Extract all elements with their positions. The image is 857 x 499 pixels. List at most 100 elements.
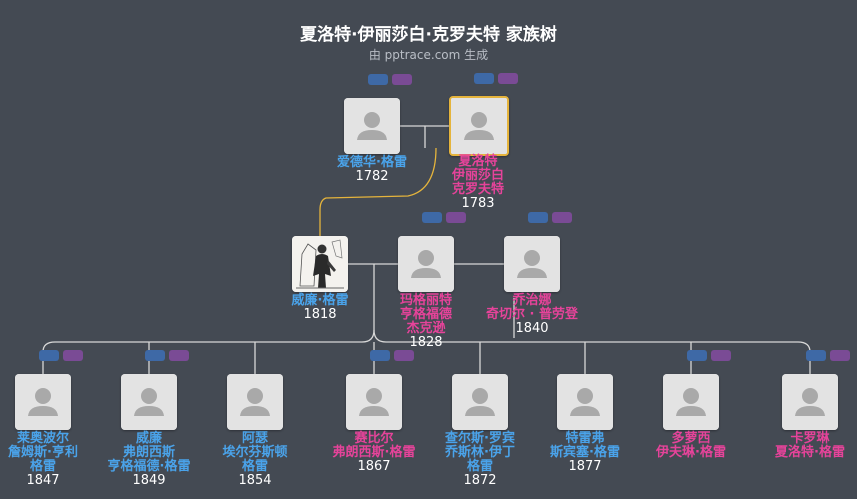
- parents-link-icon[interactable]: [422, 212, 442, 223]
- placeholder-avatar-icon: [452, 374, 508, 430]
- person-name[interactable]: 特雷弗斯宾塞·格雷: [515, 432, 655, 460]
- page-title: 夏洛特·伊丽莎白·克罗夫特 家族树: [300, 25, 557, 45]
- person-card-margaret[interactable]: [398, 236, 454, 292]
- person-name[interactable]: 夏洛特伊丽莎白克罗夫特: [408, 155, 548, 197]
- name-line: 卡罗琳: [790, 431, 830, 446]
- person-card-edward[interactable]: [344, 98, 400, 154]
- parents-link-icon[interactable]: [474, 73, 494, 84]
- spouse-link-icon[interactable]: [394, 350, 414, 361]
- birth-year: 1828: [409, 335, 443, 350]
- person-name[interactable]: 卡罗琳夏洛特·格雷: [740, 432, 857, 460]
- birth-year: 1877: [568, 459, 602, 474]
- person-card-caroline[interactable]: [782, 374, 838, 430]
- birth-year: 1849: [132, 473, 166, 488]
- name-line: 亨格福德·格雷: [107, 459, 191, 474]
- name-line: 伊夫琳·格雷: [656, 445, 726, 460]
- name-line: 查尔斯·罗宾: [445, 431, 515, 446]
- name-line: 特雷弗: [565, 431, 605, 446]
- person-card-georgina[interactable]: [504, 236, 560, 292]
- person-name[interactable]: 阿瑟埃尔芬斯顿格雷: [185, 432, 325, 474]
- person-card-leopold[interactable]: [15, 374, 71, 430]
- person-name[interactable]: 莱奥波尔詹姆斯·亨利格雷: [0, 432, 113, 474]
- name-line: 乔斯林·伊丁: [445, 445, 515, 460]
- placeholder-avatar-icon: [398, 236, 454, 292]
- name-line: 夏洛特: [458, 154, 498, 169]
- name-line: 威廉: [135, 431, 162, 446]
- name-line: 乔治娜: [512, 293, 552, 308]
- placeholder-avatar-icon: [504, 236, 560, 292]
- spouse-link-icon[interactable]: [446, 212, 466, 223]
- person-name[interactable]: 多萝西伊夫琳·格雷: [621, 432, 761, 460]
- person-card-dorothy[interactable]: [663, 374, 719, 430]
- spouse-link-icon[interactable]: [392, 74, 412, 85]
- birth-year: 1783: [461, 196, 495, 211]
- engraved-portrait-icon: [292, 236, 348, 292]
- person-name[interactable]: 赛比尔弗朗西斯·格雷: [304, 432, 444, 460]
- parents-link-icon[interactable]: [687, 350, 707, 361]
- birth-year: 1818: [303, 307, 337, 322]
- birth-year: 1840: [515, 321, 549, 336]
- name-line: 多萝西: [671, 431, 711, 446]
- name-line: 格雷: [466, 459, 493, 474]
- placeholder-avatar-icon: [346, 374, 402, 430]
- name-line: 杰克逊: [406, 321, 446, 336]
- spouse-link-icon[interactable]: [830, 350, 850, 361]
- birth-year: 1847: [26, 473, 60, 488]
- placeholder-avatar-icon: [557, 374, 613, 430]
- name-line: 亨格福德: [399, 307, 452, 322]
- name-line: 阿瑟: [241, 431, 268, 446]
- person-card-charlotte[interactable]: [449, 96, 509, 156]
- birth-year: 1854: [238, 473, 272, 488]
- birth-year: 1782: [355, 169, 389, 184]
- person-card-charles[interactable]: [452, 374, 508, 430]
- parents-link-icon[interactable]: [145, 350, 165, 361]
- name-line: 威廉·格雷: [291, 293, 349, 308]
- parents-link-icon[interactable]: [368, 74, 388, 85]
- name-line: 夏洛特·格雷: [775, 445, 845, 460]
- person-card-william[interactable]: [292, 236, 348, 292]
- birth-year: 1872: [463, 473, 497, 488]
- person-card-trefor[interactable]: [557, 374, 613, 430]
- spouse-link-icon[interactable]: [552, 212, 572, 223]
- person-name[interactable]: 查尔斯·罗宾乔斯林·伊丁格雷: [410, 432, 550, 474]
- person-name[interactable]: 威廉弗朗西斯亨格福德·格雷: [79, 432, 219, 474]
- name-line: 弗朗西斯·格雷: [332, 445, 416, 460]
- page-subtitle: 由 pptrace.com 生成: [368, 48, 489, 62]
- name-line: 伊丽莎白: [451, 168, 504, 183]
- parents-link-icon[interactable]: [39, 350, 59, 361]
- parents-link-icon[interactable]: [528, 212, 548, 223]
- placeholder-avatar-icon: [227, 374, 283, 430]
- name-line: 埃尔芬斯顿: [222, 445, 288, 460]
- spouse-link-icon[interactable]: [169, 350, 189, 361]
- name-line: 莱奥波尔: [16, 431, 69, 446]
- descent-line: [319, 147, 437, 236]
- name-line: 奇切尔 · 普劳登: [486, 307, 578, 322]
- spouse-link-icon[interactable]: [63, 350, 83, 361]
- person-name[interactable]: 玛格丽特亨格福德杰克逊: [356, 294, 496, 336]
- person-card-william2[interactable]: [121, 374, 177, 430]
- person-name[interactable]: 爱德华·格雷: [302, 156, 442, 170]
- parents-link-icon[interactable]: [370, 350, 390, 361]
- name-line: 格雷: [241, 459, 268, 474]
- name-line: 赛比尔: [354, 431, 394, 446]
- name-line: 詹姆斯·亨利: [8, 445, 78, 460]
- placeholder-avatar-icon: [121, 374, 177, 430]
- name-line: 克罗夫特: [451, 182, 504, 197]
- parents-link-icon[interactable]: [806, 350, 826, 361]
- person-card-arthur[interactable]: [227, 374, 283, 430]
- placeholder-avatar-icon: [344, 98, 400, 154]
- placeholder-avatar-icon: [782, 374, 838, 430]
- placeholder-avatar-icon: [15, 374, 71, 430]
- name-line: 弗朗西斯: [122, 445, 175, 460]
- birth-year: 1867: [357, 459, 391, 474]
- spouse-link-icon[interactable]: [498, 73, 518, 84]
- child-branch-line: [373, 329, 811, 374]
- name-line: 玛格丽特: [399, 293, 452, 308]
- name-line: 斯宾塞·格雷: [550, 445, 620, 460]
- person-name[interactable]: 乔治娜奇切尔 · 普劳登: [462, 294, 602, 322]
- name-line: 爱德华·格雷: [337, 155, 407, 170]
- person-card-sybil[interactable]: [346, 374, 402, 430]
- person-name[interactable]: 威廉·格雷: [250, 294, 390, 308]
- spouse-link-icon[interactable]: [711, 350, 731, 361]
- placeholder-avatar-icon: [663, 374, 719, 430]
